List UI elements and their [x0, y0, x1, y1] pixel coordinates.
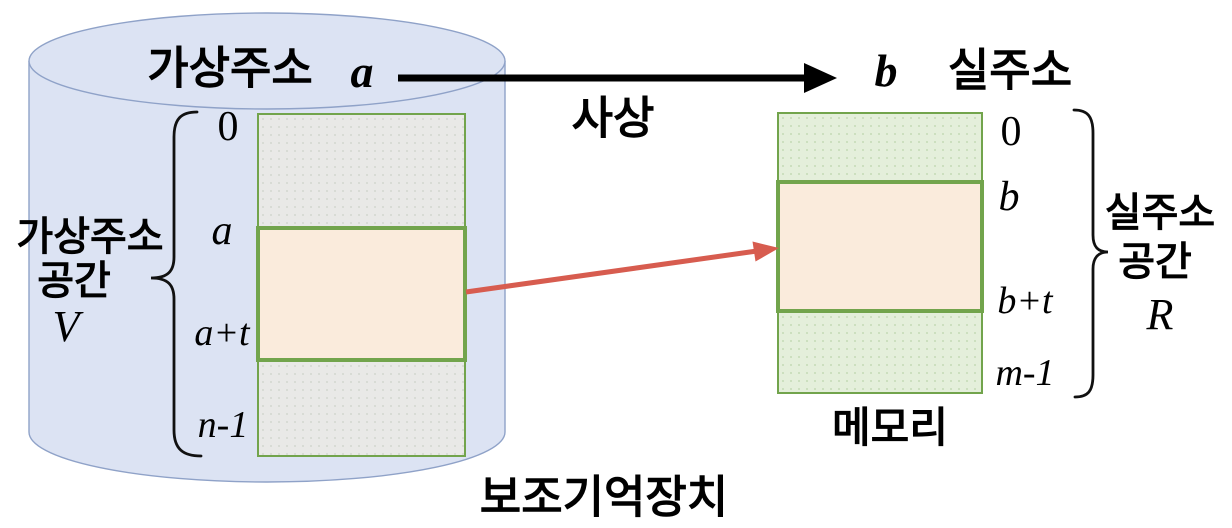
- virtual-segment-mapped: [256, 226, 467, 362]
- virtual-tick-a: a: [211, 208, 233, 254]
- virtual-space-symbol: V: [52, 302, 80, 351]
- real-space-symbol: R: [1146, 290, 1174, 339]
- real-tick-b: b: [998, 174, 1020, 220]
- real-address-symbol: b: [874, 45, 898, 96]
- virtual-segment-bottom: [257, 360, 466, 457]
- real-segment-mapped: [776, 180, 984, 313]
- real-tick-b-t: b+t: [997, 280, 1053, 322]
- virtual-address-symbol: a: [350, 46, 374, 97]
- real-address-title: 실주소: [947, 44, 1073, 96]
- real-segment-bottom: [777, 311, 983, 394]
- virtual-tick-n-1: n-1: [197, 404, 249, 446]
- mapping-label: 사상: [571, 92, 655, 144]
- virtual-address-title: 가상주소: [147, 42, 313, 94]
- memory-caption: 메모리: [832, 404, 948, 451]
- secondary-storage-cylinder-top: [28, 12, 506, 110]
- real-tick-m-1: m-1: [995, 352, 1055, 394]
- real-space-label-line1: 실주소: [1104, 191, 1216, 235]
- real-segment-top: [777, 112, 983, 182]
- virtual-tick-0: 0: [217, 104, 239, 150]
- virtual-tick-a-t: a+t: [194, 312, 250, 354]
- real-space-label-line2: 공간: [1118, 240, 1192, 284]
- virtual-space-label-line1: 가상주소: [16, 215, 164, 259]
- virtual-space-label-line2: 공간: [37, 259, 111, 303]
- secondary-storage-caption: 보조기억장치: [479, 471, 729, 523]
- real-tick-0: 0: [1000, 109, 1022, 155]
- virtual-segment-top: [257, 113, 466, 228]
